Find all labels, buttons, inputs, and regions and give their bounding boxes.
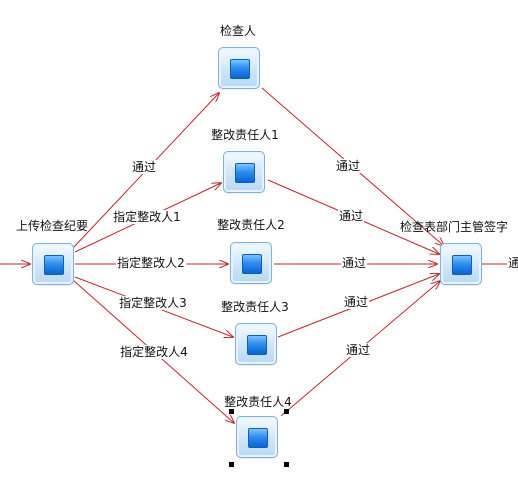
task-icon bbox=[44, 255, 64, 275]
task-icon bbox=[247, 335, 267, 355]
node-label-owner1: 整改责任人1 bbox=[211, 128, 279, 142]
node-owner1[interactable] bbox=[223, 151, 265, 193]
edge-label-owner1-supervisor: 通过 bbox=[337, 209, 365, 223]
node-label-owner2: 整改责任人2 bbox=[217, 218, 285, 232]
node-owner3[interactable] bbox=[235, 323, 277, 365]
edge-label-owner4-supervisor: 通过 bbox=[344, 343, 372, 357]
edge-label-upload-owner4: 指定整改人4 bbox=[119, 345, 189, 359]
task-icon bbox=[235, 163, 255, 183]
selection-handle[interactable] bbox=[229, 409, 234, 414]
selection-handle[interactable] bbox=[284, 462, 289, 467]
node-label-owner3: 整改责任人3 bbox=[221, 300, 289, 314]
node-supervisor[interactable] bbox=[440, 243, 482, 285]
edge-label-owner3-supervisor: 通过 bbox=[342, 295, 370, 309]
node-label-inspector: 检查人 bbox=[219, 24, 257, 38]
task-icon bbox=[230, 59, 250, 79]
edge-label-upload-owner3: 指定整改人3 bbox=[118, 296, 188, 310]
edge-label-upload-owner1: 指定整改人1 bbox=[112, 210, 182, 224]
selection-handle[interactable] bbox=[284, 409, 289, 414]
node-owner4[interactable] bbox=[236, 416, 278, 458]
task-icon bbox=[248, 428, 268, 448]
task-icon bbox=[452, 255, 472, 275]
task-icon bbox=[242, 254, 262, 274]
edge-label-supervisor-out: 通 bbox=[506, 256, 518, 270]
edge-label-upload-inspector: 通过 bbox=[130, 160, 158, 174]
selection-handle[interactable] bbox=[229, 462, 234, 467]
node-upload[interactable] bbox=[32, 243, 74, 285]
node-inspector[interactable] bbox=[218, 47, 260, 89]
edge-label-upload-owner2: 指定整改人2 bbox=[116, 256, 186, 270]
edge-label-owner2-supervisor: 通过 bbox=[340, 256, 368, 270]
node-owner2[interactable] bbox=[230, 242, 272, 284]
node-label-upload: 上传检查纪要 bbox=[15, 219, 89, 233]
node-label-owner4: 整改责任人4 bbox=[224, 395, 292, 409]
edge-label-inspector-supervisor: 通过 bbox=[334, 159, 362, 173]
node-label-supervisor: 检查表部门主管签字 bbox=[399, 220, 509, 234]
